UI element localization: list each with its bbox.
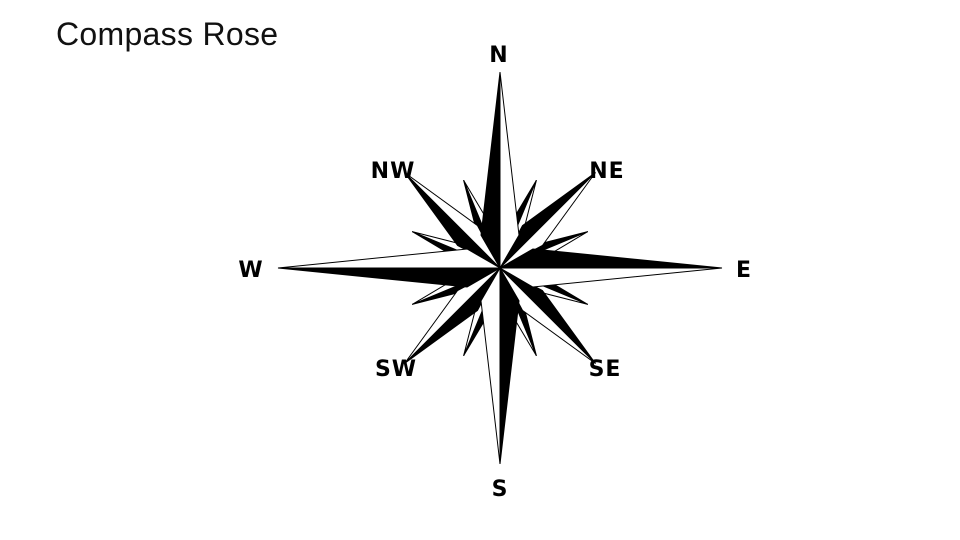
label-northeast: NE [589, 159, 624, 184]
west-point-left-half [278, 268, 500, 287]
south-point-left-half [500, 268, 519, 464]
compass-rose [278, 72, 722, 464]
south-point-right-half [481, 268, 500, 464]
east-point-right-half [500, 268, 722, 287]
east-point-left-half [500, 249, 722, 268]
label-east: E [736, 258, 752, 283]
west-point-right-half [278, 249, 500, 268]
label-north: N [489, 43, 508, 68]
north-point-left-half [481, 72, 500, 268]
label-northwest: NW [371, 159, 416, 184]
label-south: S [492, 477, 509, 502]
label-west: W [238, 258, 263, 283]
label-southeast: SE [589, 357, 622, 382]
label-southwest: SW [375, 357, 417, 382]
north-point-right-half [500, 72, 519, 268]
